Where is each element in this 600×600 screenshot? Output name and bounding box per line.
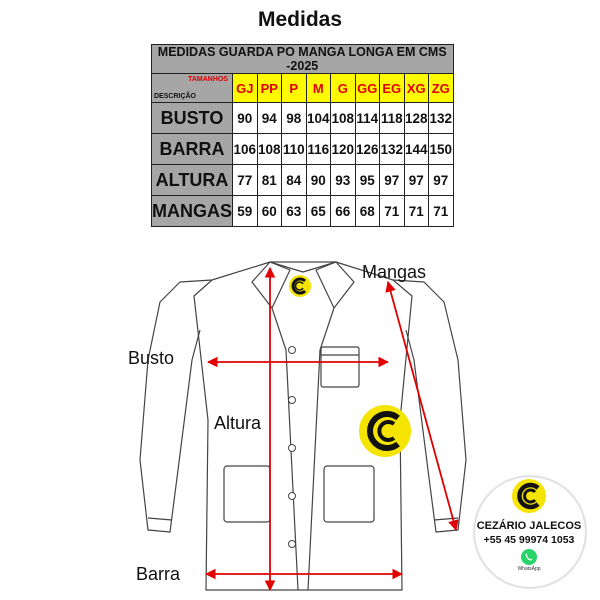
description-header-label: DESCRIÇÃO: [154, 93, 197, 100]
whatsapp-caption: WhatsApp: [517, 566, 541, 572]
whatsapp-icon: [521, 549, 537, 565]
size-header: XG: [403, 73, 429, 103]
row-label: BUSTO: [151, 102, 233, 134]
table-row: ALTURA 77 81 84 90 93 95 97 97 97: [151, 164, 454, 196]
coat-button: [288, 346, 296, 354]
mangas-arrow: [385, 280, 459, 532]
table-cell: 118: [379, 102, 405, 134]
size-header: P: [281, 73, 307, 103]
table-cell: 144: [403, 133, 429, 165]
table-cell: 90: [305, 164, 331, 196]
size-header: EG: [379, 73, 405, 103]
table-cell: 66: [330, 195, 356, 227]
left-lower-pocket: [223, 465, 271, 523]
table-cell: 84: [281, 164, 307, 196]
sizes-header-label: TAMANHOS: [188, 76, 228, 83]
table-cell: 108: [330, 102, 356, 134]
right-sleeve: [392, 279, 467, 533]
table-cell: 97: [428, 164, 454, 196]
coat-button: [288, 540, 296, 548]
table-cell: 60: [256, 195, 282, 227]
left-sleeve: [139, 279, 213, 533]
coat-button: [288, 444, 296, 452]
chest-pocket: [320, 346, 360, 388]
table-cell: 120: [330, 133, 356, 165]
mangas-label: Mangas: [362, 262, 427, 282]
table-cell: 104: [305, 102, 331, 134]
size-header: GJ: [232, 73, 258, 103]
table-cell: 98: [281, 102, 307, 134]
measurements-table: MEDIDAS GUARDA PO MANGA LONGA EM CMS -20…: [151, 44, 454, 227]
size-header: PP: [256, 73, 282, 103]
table-cell: 71: [428, 195, 454, 227]
table-cell: 68: [354, 195, 380, 227]
table-cell: 106: [232, 133, 258, 165]
table-row: MANGAS 59 60 63 65 66 68 71 71 71: [151, 195, 454, 227]
collar-logo-icon: [289, 275, 311, 297]
table-cell: 63: [281, 195, 307, 227]
coat-button: [288, 396, 296, 404]
collar: [251, 261, 291, 309]
table-cell: 97: [379, 164, 405, 196]
table-cell: 81: [256, 164, 282, 196]
coat-button: [288, 492, 296, 500]
right-lower-pocket: [323, 465, 375, 523]
size-header: G: [330, 73, 356, 103]
table-cell: 59: [232, 195, 258, 227]
row-label: BARRA: [151, 133, 233, 165]
brand-logo-icon: [512, 479, 546, 513]
sizes-header-row: TAMANHOS DESCRIÇÃO GJ PP P M G GG EG XG …: [151, 73, 454, 103]
busto-label: Busto: [128, 348, 175, 368]
table-corner: TAMANHOS DESCRIÇÃO: [151, 73, 233, 103]
row-label: MANGAS: [151, 195, 233, 227]
brand-name: CEZÁRIO JALECOS: [476, 520, 582, 532]
table-cell: 71: [379, 195, 405, 227]
brand-phone: +55 45 99974 1053: [483, 534, 575, 546]
table-row: BARRA 106 108 110 116 120 126 132 144 15…: [151, 133, 454, 165]
table-cell: 128: [403, 102, 429, 134]
table-cell: 110: [281, 133, 307, 165]
chest-logo-icon: [359, 405, 411, 457]
table-cell: 95: [354, 164, 380, 196]
barra-label: Barra: [136, 564, 181, 584]
page-title: Medidas: [257, 8, 343, 31]
table-cell: 90: [232, 102, 258, 134]
table-cell: 65: [305, 195, 331, 227]
row-label: ALTURA: [151, 164, 233, 196]
table-cell: 114: [354, 102, 380, 134]
table-cell: 93: [330, 164, 356, 196]
coat-outline: [193, 261, 413, 591]
size-header: ZG: [428, 73, 454, 103]
table-cell: 126: [354, 133, 380, 165]
table-cell: 108: [256, 133, 282, 165]
altura-label: Altura: [214, 413, 262, 433]
